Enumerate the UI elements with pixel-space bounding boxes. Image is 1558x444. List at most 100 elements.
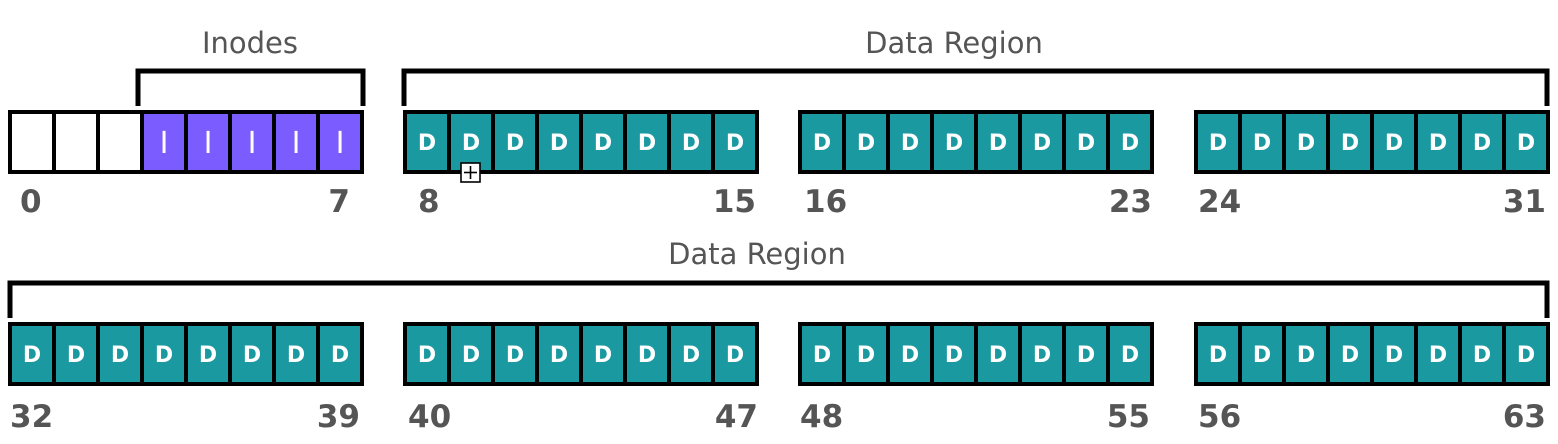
- block-50-letter: D: [901, 343, 919, 368]
- block-58-cell: [1282, 322, 1330, 386]
- block-52-cell: [974, 322, 1022, 386]
- block-4-letter: I: [204, 126, 213, 161]
- block-63-letter: D: [1517, 343, 1535, 368]
- crosshair-cursor-icon: [460, 162, 481, 183]
- block-3-letter: I: [160, 126, 169, 161]
- block-3: I: [140, 110, 188, 174]
- block-26: D: [1282, 110, 1330, 174]
- block-38-cell: [272, 322, 320, 386]
- block-11-cell: [535, 110, 583, 174]
- block-58: D: [1282, 322, 1330, 386]
- block-35: D: [140, 322, 188, 386]
- block-50-cell: [886, 322, 934, 386]
- block-20-letter: D: [989, 131, 1007, 156]
- block-9-letter: D: [462, 131, 480, 156]
- index-label-15: 15: [713, 184, 756, 220]
- block-15-letter: D: [726, 131, 744, 156]
- index-label-23: 23: [1109, 184, 1152, 220]
- block-49: D: [842, 322, 890, 386]
- block-7: I: [316, 110, 364, 174]
- block-47: D: [711, 322, 759, 386]
- block-51: D: [930, 322, 978, 386]
- block-27-cell: [1326, 110, 1374, 174]
- block-56: D: [1194, 322, 1242, 386]
- block-39: D: [316, 322, 364, 386]
- block-45-letter: D: [638, 343, 656, 368]
- block-42-letter: D: [506, 343, 524, 368]
- block-34: D: [96, 322, 144, 386]
- block-39-cell: [316, 322, 364, 386]
- block-43-letter: D: [550, 343, 568, 368]
- block-54: D: [1062, 322, 1110, 386]
- block-43: D: [535, 322, 583, 386]
- block-42-cell: [491, 322, 539, 386]
- block-group-24-31: D D D D D D D: [1194, 110, 1550, 174]
- block-10: D: [491, 110, 539, 174]
- block-27-letter: D: [1341, 131, 1359, 156]
- block-group-16-23: D D D D D D D: [798, 110, 1154, 174]
- block-59-cell: [1326, 322, 1374, 386]
- block-group-56-63: D D D D D D D: [1194, 322, 1550, 386]
- block-37-letter: D: [243, 343, 261, 368]
- index-label-31: 31: [1503, 184, 1546, 220]
- block-21-letter: D: [1033, 131, 1051, 156]
- index-label-55: 55: [1107, 399, 1150, 435]
- block-8: D: [403, 110, 451, 174]
- block-48-letter: D: [813, 343, 831, 368]
- block-group-32-39: D D D D D D D: [8, 322, 364, 386]
- block-59: D: [1326, 322, 1374, 386]
- block-46: D: [667, 322, 715, 386]
- block-2-cell: [96, 110, 144, 174]
- block-14-letter: D: [682, 131, 700, 156]
- block-60-letter: D: [1385, 343, 1403, 368]
- block-11: D: [535, 110, 583, 174]
- block-32-cell: [8, 322, 56, 386]
- block-30-cell: [1458, 110, 1506, 174]
- block-22-letter: D: [1077, 131, 1095, 156]
- block-28: D: [1370, 110, 1418, 174]
- block-52: D: [974, 322, 1022, 386]
- block-15-cell: [711, 110, 759, 174]
- block-34-cell: [96, 322, 144, 386]
- block-20-cell: [974, 110, 1022, 174]
- block-63: D: [1502, 322, 1550, 386]
- block-12: D: [579, 110, 627, 174]
- block-1-cell: [52, 110, 100, 174]
- block-55-letter: D: [1121, 343, 1139, 368]
- block-33-letter: D: [67, 343, 85, 368]
- bracket-data-region-row2-label: Data Region: [668, 237, 846, 271]
- block-30-letter: D: [1473, 131, 1491, 156]
- block-5-cell: [228, 110, 276, 174]
- block-38-letter: D: [287, 343, 305, 368]
- block-31-letter: D: [1517, 131, 1535, 156]
- block-26-cell: [1282, 110, 1330, 174]
- block-13-letter: D: [638, 131, 656, 156]
- block-6-letter: I: [292, 126, 301, 161]
- block-4: I: [184, 110, 232, 174]
- block-7-letter: I: [336, 126, 345, 161]
- block-48: D: [798, 322, 846, 386]
- block-13: D: [623, 110, 671, 174]
- block-54-letter: D: [1077, 343, 1095, 368]
- block-33-cell: [52, 322, 100, 386]
- block-24-letter: D: [1209, 131, 1227, 156]
- block-41-letter: D: [462, 343, 480, 368]
- block-45: D: [623, 322, 671, 386]
- block-44-cell: [579, 322, 627, 386]
- block-47-letter: D: [726, 343, 744, 368]
- block-8-letter: D: [418, 131, 436, 156]
- block-56-cell: [1194, 322, 1242, 386]
- block-41-cell: [447, 322, 495, 386]
- block-63-cell: [1502, 322, 1550, 386]
- block-53-cell: [1018, 322, 1066, 386]
- block-37: D: [228, 322, 276, 386]
- block-53: D: [1018, 322, 1066, 386]
- block-30: D: [1458, 110, 1506, 174]
- block-57-letter: D: [1253, 343, 1271, 368]
- block-61-cell: [1414, 322, 1462, 386]
- block-group-8-15: D D D D D D D: [403, 110, 759, 174]
- block-14: D: [667, 110, 715, 174]
- block-14-cell: [667, 110, 715, 174]
- block-10-letter: D: [506, 131, 524, 156]
- bracket-inodes: Inodes: [135, 26, 366, 106]
